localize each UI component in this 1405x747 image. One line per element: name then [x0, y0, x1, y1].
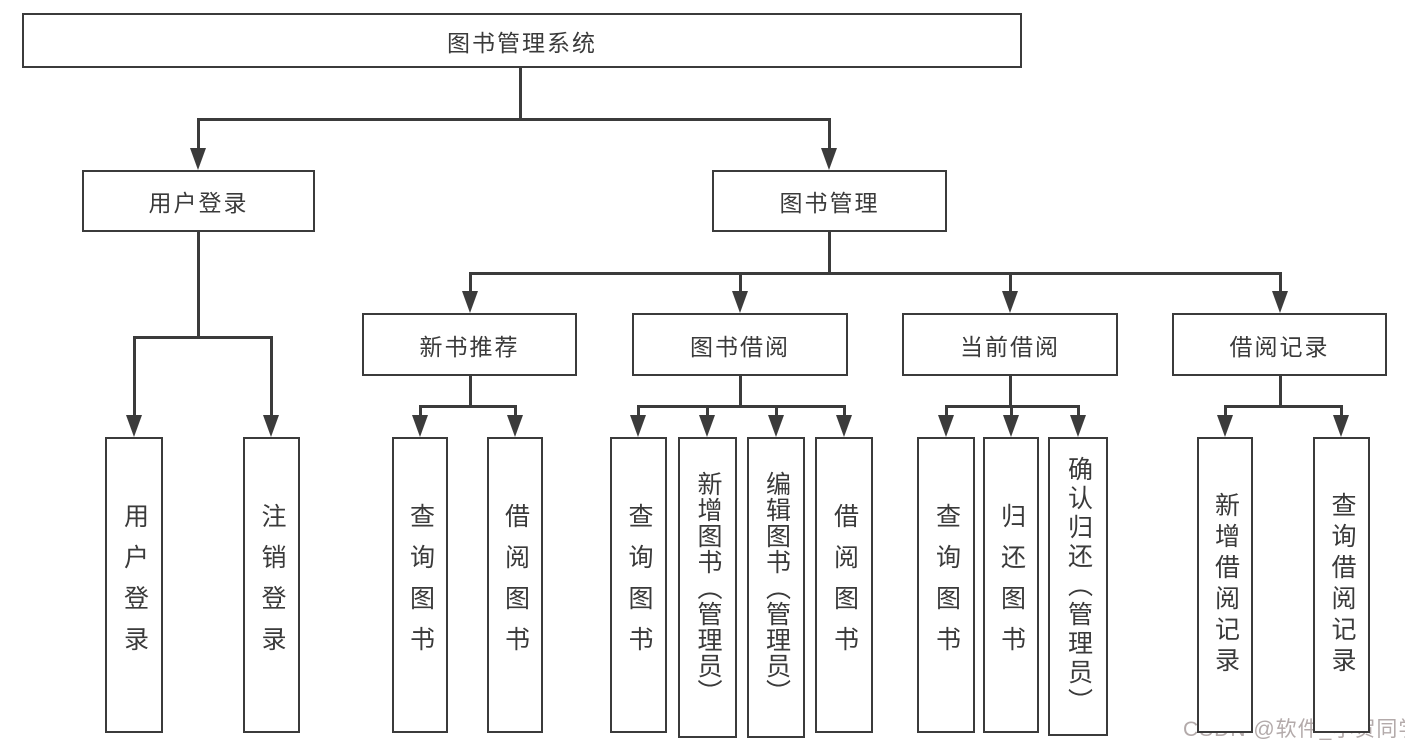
node-label: 新增图书（管理员）	[694, 470, 722, 705]
connector-line	[196, 232, 200, 336]
connector-arrow-stem	[468, 272, 472, 293]
node-label: 用户登录	[148, 190, 249, 216]
node-bb-borrow-book: 借阅图书	[815, 437, 873, 733]
arrow-down-icon	[1002, 291, 1018, 313]
arrow-down-icon	[412, 415, 428, 437]
node-label: 借阅图书	[830, 503, 859, 667]
node-label: 查询图书	[625, 503, 653, 667]
connector-line	[468, 376, 472, 405]
node-cb-confirm-ret: 确认归还（管理员）	[1048, 437, 1108, 736]
node-label: 查询图书	[406, 503, 435, 667]
node-label: 图书借阅	[690, 333, 790, 360]
arrow-down-icon	[630, 415, 646, 437]
arrow-down-icon	[263, 415, 279, 437]
node-label: 查询借阅记录	[1328, 492, 1356, 678]
arrow-down-icon	[126, 415, 142, 437]
connector-line	[738, 376, 742, 405]
node-label: 新增借阅记录	[1211, 492, 1240, 678]
node-label: 编辑图书（管理员）	[762, 470, 791, 705]
node-book-mgmt: 图书管理	[712, 170, 947, 232]
arrow-down-icon	[507, 415, 523, 437]
node-bb-query-book: 查询图书	[610, 437, 667, 733]
connector-line	[468, 272, 1282, 275]
node-br-add-record: 新增借阅记录	[1197, 437, 1253, 733]
connector-arrow-stem	[1076, 405, 1080, 417]
connector-arrow-stem	[944, 405, 948, 417]
node-label: 新书推荐	[419, 333, 520, 360]
connector-line	[1008, 376, 1012, 405]
arrow-down-icon	[462, 291, 478, 313]
connector-arrow-stem	[1008, 272, 1012, 293]
node-label: 注销登录	[258, 503, 286, 667]
connector-line	[418, 405, 517, 408]
connector-arrow-stem	[1278, 272, 1282, 293]
arrow-down-icon	[190, 148, 206, 170]
node-cb-return-book: 归还图书	[983, 437, 1039, 733]
node-label: 借阅记录	[1229, 333, 1330, 360]
node-label: 图书管理	[779, 190, 880, 216]
node-br-query-record: 查询借阅记录	[1313, 437, 1370, 733]
node-label: 图书管理系统	[447, 29, 597, 56]
connector-line	[827, 232, 831, 272]
connector-arrow-stem	[132, 336, 136, 417]
arrow-down-icon	[768, 415, 784, 437]
connector-arrow-stem	[1009, 405, 1013, 417]
node-rec-query-book: 查询图书	[392, 437, 448, 733]
node-borrow-records: 借阅记录	[1172, 313, 1387, 376]
connector-line	[1278, 376, 1282, 405]
connector-arrow-stem	[513, 405, 517, 417]
node-bb-edit-book: 编辑图书（管理员）	[747, 437, 805, 738]
connector-arrow-stem	[196, 118, 200, 150]
node-rec-borrow-book: 借阅图书	[487, 437, 543, 733]
node-label: 借阅图书	[501, 503, 530, 667]
node-bb-add-book: 新增图书（管理员）	[678, 437, 737, 738]
arrow-down-icon	[1272, 291, 1288, 313]
node-label: 确认归还（管理员）	[1064, 456, 1093, 717]
node-label: 当前借阅	[960, 333, 1060, 360]
node-cb-query-book: 查询图书	[917, 437, 975, 733]
node-user-login: 用户登录	[82, 170, 315, 232]
node-label: 查询图书	[932, 503, 961, 667]
arrow-down-icon	[1070, 415, 1086, 437]
connector-arrow-stem	[418, 405, 422, 417]
connector-line	[196, 118, 831, 121]
node-label: 归还图书	[997, 503, 1026, 667]
node-label: 用户登录	[120, 503, 149, 667]
connector-line	[1223, 405, 1343, 408]
arrow-down-icon	[1003, 415, 1019, 437]
connector-arrow-stem	[1223, 405, 1227, 417]
connector-line	[518, 68, 522, 118]
connector-arrow-stem	[774, 405, 778, 417]
connector-arrow-stem	[738, 272, 742, 293]
connector-line	[132, 336, 273, 339]
node-current-borrow: 当前借阅	[902, 313, 1118, 376]
connector-arrow-stem	[842, 405, 846, 417]
node-book-borrow: 图书借阅	[632, 313, 848, 376]
connector-arrow-stem	[636, 405, 640, 417]
arrow-down-icon	[732, 291, 748, 313]
arrow-down-icon	[821, 148, 837, 170]
node-root: 图书管理系统	[22, 13, 1022, 68]
arrow-down-icon	[1217, 415, 1233, 437]
arrow-down-icon	[1333, 415, 1349, 437]
node-new-book-rec: 新书推荐	[362, 313, 577, 376]
connector-arrow-stem	[1339, 405, 1343, 417]
node-logout: 注销登录	[243, 437, 300, 733]
connector-arrow-stem	[827, 118, 831, 150]
connector-arrow-stem	[269, 336, 273, 417]
node-login: 用户登录	[105, 437, 163, 733]
arrow-down-icon	[938, 415, 954, 437]
arrow-down-icon	[836, 415, 852, 437]
connector-line	[636, 405, 846, 408]
arrow-down-icon	[699, 415, 715, 437]
connector-arrow-stem	[705, 405, 709, 417]
